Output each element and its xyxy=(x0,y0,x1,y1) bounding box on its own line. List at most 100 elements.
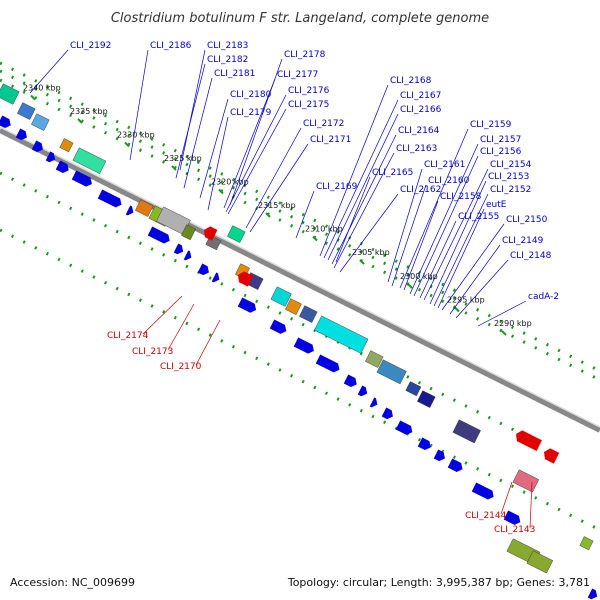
gene-feature-box xyxy=(299,305,318,323)
track-dots xyxy=(0,61,600,532)
gene-feature-box xyxy=(512,469,540,493)
forward-gene-arrow xyxy=(45,151,56,163)
forward-gene-label: CLI_2156 xyxy=(480,147,522,157)
reverse-gene-arrow xyxy=(544,448,560,464)
reverse-gene-label: CLI_2144 xyxy=(465,511,507,521)
forward-gene-label: CLI_2154 xyxy=(490,160,532,170)
forward-leader-line xyxy=(223,78,276,209)
tick-label: 2335 kbp xyxy=(70,107,108,116)
gene-feature-box xyxy=(135,199,154,217)
forward-leader-line xyxy=(429,180,487,305)
gene-feature-box xyxy=(31,113,50,131)
tick-mark xyxy=(77,118,83,124)
forward-gene-label: CLI_2192 xyxy=(70,41,111,51)
forward-gene-label: CLI_2158 xyxy=(440,192,482,202)
forward-gene-label: CLI_2172 xyxy=(303,119,344,129)
tick-mark xyxy=(265,212,271,218)
forward-leader-line xyxy=(199,98,229,199)
forward-leader-line xyxy=(339,193,399,273)
forward-leader-line xyxy=(225,94,287,213)
forward-leader-line xyxy=(331,134,397,265)
forward-gene-arrow xyxy=(31,140,43,153)
forward-gene-arrow xyxy=(503,510,521,525)
genome-backbone xyxy=(0,126,600,433)
forward-leader-line xyxy=(423,168,489,301)
forward-gene-arrow xyxy=(173,243,184,255)
gene-feature-box xyxy=(285,298,302,316)
forward-gene-arrow xyxy=(97,189,122,208)
tick-mark xyxy=(501,330,507,336)
gene-feature-box xyxy=(59,138,74,153)
forward-leader-line xyxy=(391,184,427,287)
forward-leader-line xyxy=(183,77,213,189)
forward-gene-arrow xyxy=(587,588,598,600)
forward-gene-arrow xyxy=(417,437,431,451)
forward-gene-arrow xyxy=(183,250,192,261)
dotted-track-2 xyxy=(0,78,600,382)
backbone-highlight xyxy=(0,126,600,428)
tick-mark xyxy=(359,259,365,265)
accession-label: Accession: NC_009699 xyxy=(10,576,135,589)
forward-gene-label: CLI_2155 xyxy=(458,212,499,222)
forward-gene-label: CLI_2161 xyxy=(424,160,465,170)
tick-label: 2340 kbp xyxy=(23,84,61,93)
forward-leader-line xyxy=(413,155,479,297)
forward-gene-arrow xyxy=(433,449,445,462)
tick-label: 2295 kbp xyxy=(447,296,485,305)
forward-gene-label: CLI_2153 xyxy=(488,172,529,182)
forward-gene-label: CLI_2149 xyxy=(502,236,544,246)
forward-leader-line xyxy=(295,190,315,239)
tick-mark xyxy=(218,188,224,195)
gene-feature-box xyxy=(452,419,481,444)
forward-leader-line xyxy=(333,152,395,269)
forward-leader-line xyxy=(433,193,489,307)
forward-leader-line xyxy=(387,168,423,283)
forward-gene-arrow xyxy=(0,115,11,129)
gene-feature-box xyxy=(270,286,292,307)
reverse-gene-arrow xyxy=(204,226,218,241)
forward-gene-label: CLI_2178 xyxy=(284,50,326,60)
forward-gene-arrow xyxy=(125,205,134,216)
forward-gene-arrow xyxy=(237,297,257,313)
reverse-gene-label: CLI_2174 xyxy=(107,331,149,341)
forward-gene-label: CLI_2180 xyxy=(230,90,272,100)
forward-gene-label: CLI_2159 xyxy=(470,120,512,130)
forward-leader-line xyxy=(175,63,206,179)
tick-mark xyxy=(407,283,413,289)
forward-leader-line xyxy=(249,143,309,233)
forward-gene-label: CLI_2179 xyxy=(230,108,272,118)
reverse-gene-arrow xyxy=(238,271,254,287)
forward-gene-label: CLI_2167 xyxy=(400,91,441,101)
forward-gene-label: CLI_2175 xyxy=(288,100,329,110)
forward-leader-line xyxy=(449,244,501,315)
forward-gene-label: CLI_2148 xyxy=(510,251,552,261)
forward-gene-label: CLI_2152 xyxy=(490,185,531,195)
forward-gene-label: CLI_2168 xyxy=(390,76,432,86)
forward-gene-arrow xyxy=(343,374,357,388)
forward-gene-label: CLI_2169 xyxy=(316,182,358,192)
reverse-gene-label: CLI_2173 xyxy=(132,347,173,357)
forward-leader-line xyxy=(129,49,149,161)
forward-leader-line xyxy=(207,116,229,211)
reverse-leader-line xyxy=(195,319,221,366)
backbone-line xyxy=(0,127,600,433)
forward-leader-line xyxy=(245,127,302,229)
forward-gene-label: CLI_2164 xyxy=(398,126,440,136)
forward-leader-line xyxy=(319,84,389,257)
forward-leader-line xyxy=(327,113,399,261)
tick-mark xyxy=(312,235,318,242)
reverse-gene-label: CLI_2170 xyxy=(160,362,202,372)
forward-gene-arrow xyxy=(211,272,220,283)
forward-gene-arrow xyxy=(71,170,92,187)
reverse-gene-label: CLI_2143 xyxy=(494,525,535,535)
forward-leader-line xyxy=(441,223,505,311)
forward-gene-label: CLI_2157 xyxy=(480,135,521,145)
forward-gene-arrow xyxy=(357,385,368,397)
forward-gene-label: CLI_2186 xyxy=(150,41,192,51)
forward-leader-line xyxy=(403,200,439,291)
forward-gene-arrow xyxy=(269,319,287,334)
forward-gene-arrow xyxy=(447,458,463,472)
forward-leader-line xyxy=(323,99,399,259)
reverse-gene-arrow xyxy=(516,430,542,451)
